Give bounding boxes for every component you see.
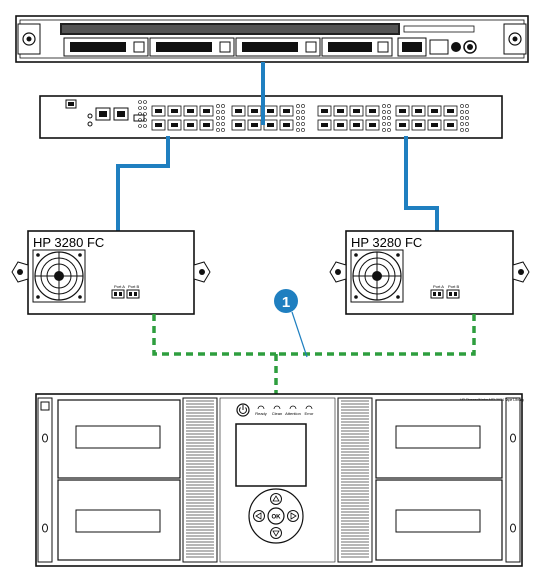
drive-title: HP 3280 FC [351,235,422,250]
server-rack-ear-right [503,23,527,55]
fan-icon [350,249,404,303]
power-button[interactable] [236,403,250,417]
switch-port-bank [151,104,225,132]
server-drive-bay-4 [321,37,393,57]
server-rack-ear-left [17,23,41,55]
led-label: Ready [255,411,267,416]
callout-1: 1 [274,289,308,358]
fc-switch [39,95,503,139]
drive-port-b: Port B [126,284,140,299]
control-panel: Ready Clean Attention Error [219,397,336,563]
server-drive-bay-1 [63,37,149,57]
magazine-left-upper [57,399,181,479]
nav-up-button[interactable] [270,493,282,505]
library-rack-ear-left [37,397,53,563]
led-error: Error [305,405,315,416]
led-label: Clean [272,411,282,416]
nav-ok-button[interactable]: OK [267,507,285,525]
switch-port-bank [231,104,305,132]
magazine-left-lower [57,479,181,561]
status-leds: Ready Clean Attention Error [255,405,315,416]
ethernet-links [152,314,476,394]
server-drive-bay-2 [149,37,235,57]
drive-port-a: Port A [111,284,125,299]
callout-number: 1 [282,294,290,311]
switch-port-banks [138,100,469,132]
ok-label: OK [272,515,282,521]
ethernet-link-left [152,314,276,356]
magazine-right-upper [375,399,503,479]
library-rack-ear-right [505,397,521,563]
nav-right-button[interactable] [287,510,299,522]
drive-mount-ear-left [329,261,347,283]
switch-port-bank [317,104,391,132]
drive-port-b: Port B [446,284,460,299]
drive-title: HP 3280 FC [33,235,104,250]
drive-mount-ear-right [512,261,530,283]
server-1u [15,15,529,63]
port-b-label: Port B [448,284,459,289]
port-a-label: Port A [114,284,125,289]
drive-port-a: Port A [430,284,444,299]
ethernet-link-right [276,314,476,356]
led-attention: Attention [285,405,301,416]
led-label: Error [305,411,315,416]
led-label: Attention [285,411,301,416]
vent-grille-right [337,397,373,563]
nav-left-button[interactable] [253,510,265,522]
tape-library: HP StorageWorks MSL2024 Tape Library [35,393,524,567]
power-icon [239,405,247,414]
magazine-right-lower [375,479,503,561]
fan-icon [32,249,86,303]
nav-down-button[interactable] [270,527,282,539]
vent-grille-left [182,397,218,563]
switch-port-bank [395,104,469,132]
server-front-io [397,25,477,57]
led-ready: Ready [255,405,267,416]
port-b-label: Port B [128,284,139,289]
drive-mount-ear-left [11,261,29,283]
drive-mount-ear-right [193,261,211,283]
port-a-label: Port A [433,284,444,289]
navigation-pad: OK [248,488,304,544]
led-clean: Clean [272,405,282,416]
server-drive-bay-3 [235,37,321,57]
tape-drive-right: HP 3280 FC Port A Port B [329,230,530,315]
lcd-display [235,423,307,487]
fc-cable-switch-to-drive-left [116,136,170,290]
tape-drive-left: HP 3280 FC Port A Port B [11,230,211,315]
switch-mgmt-ports [65,99,145,127]
